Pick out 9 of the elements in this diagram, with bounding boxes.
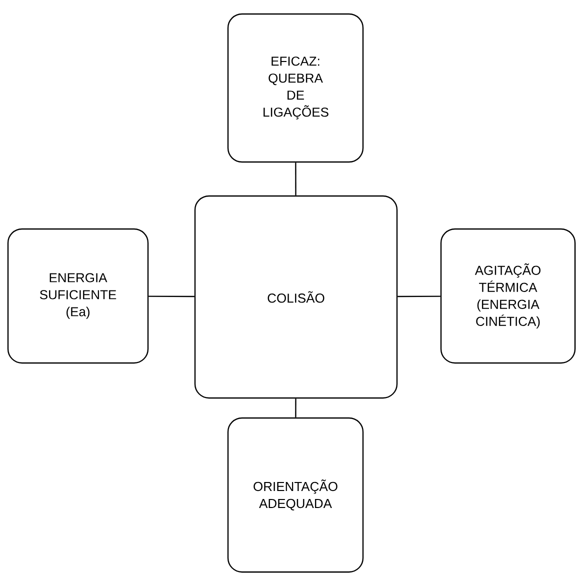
connector-line [295, 162, 296, 196]
concept-box: ENERGIA SUFICIENTE (Ea) [7, 228, 149, 364]
concept-box: COLISÃO [194, 195, 398, 399]
concept-box: AGITAÇÃO TÉRMICA (ENERGIA CINÉTICA) [440, 228, 576, 364]
concept-box: ORIENTAÇÃO ADEQUADA [227, 417, 364, 573]
connector-line [295, 398, 296, 418]
concept-box: EFICAZ: QUEBRA DE LIGAÇÕES [227, 13, 364, 163]
connector-line [148, 296, 194, 298]
connector-line [398, 296, 440, 298]
